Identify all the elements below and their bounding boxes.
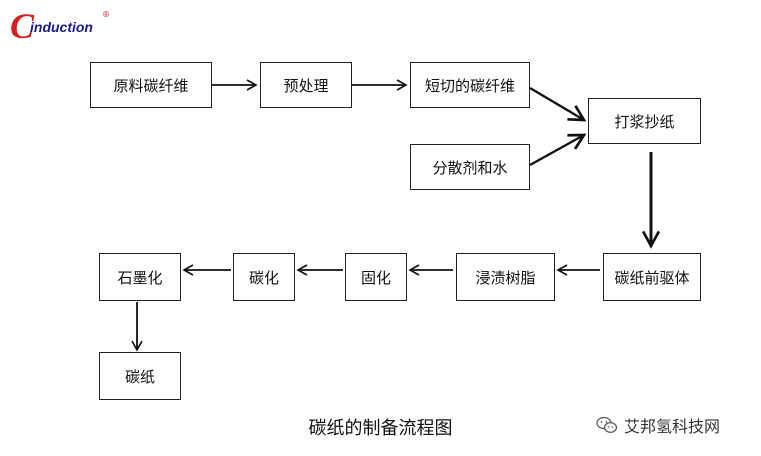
node-dispersant-and-water: 分散剂和水 — [410, 144, 530, 190]
watermark: 艾邦氢科技网 — [596, 413, 720, 437]
cinduction-logo: C induction ® — [10, 6, 110, 46]
node-carbonization: 碳化 — [233, 253, 295, 301]
node-chopped-carbon-fiber: 短切的碳纤维 — [410, 62, 530, 108]
watermark-text: 艾邦氢科技网 — [624, 417, 721, 436]
arrow-dispersant-to-papermaking — [529, 135, 584, 167]
node-carbon-paper-precursor: 碳纸前驱体 — [603, 253, 701, 301]
figure-caption: 碳纸的制备流程图 — [308, 418, 453, 439]
node-graphitization: 石墨化 — [99, 253, 181, 301]
node-resin-impregnation: 浸渍树脂 — [456, 253, 555, 301]
logo-text: induction — [30, 19, 93, 35]
node-curing: 固化 — [345, 253, 407, 301]
node-papermaking: 打浆抄纸 — [588, 98, 701, 144]
wechat-icon — [596, 416, 618, 434]
arrow-chopped-to-papermaking — [529, 86, 584, 120]
node-pretreatment: 预处理 — [260, 62, 352, 108]
node-raw-carbon-fiber: 原料碳纤维 — [90, 62, 212, 108]
node-carbon-paper: 碳纸 — [99, 352, 181, 400]
logo-letter: C — [10, 6, 35, 46]
registered-mark: ® — [102, 10, 110, 19]
